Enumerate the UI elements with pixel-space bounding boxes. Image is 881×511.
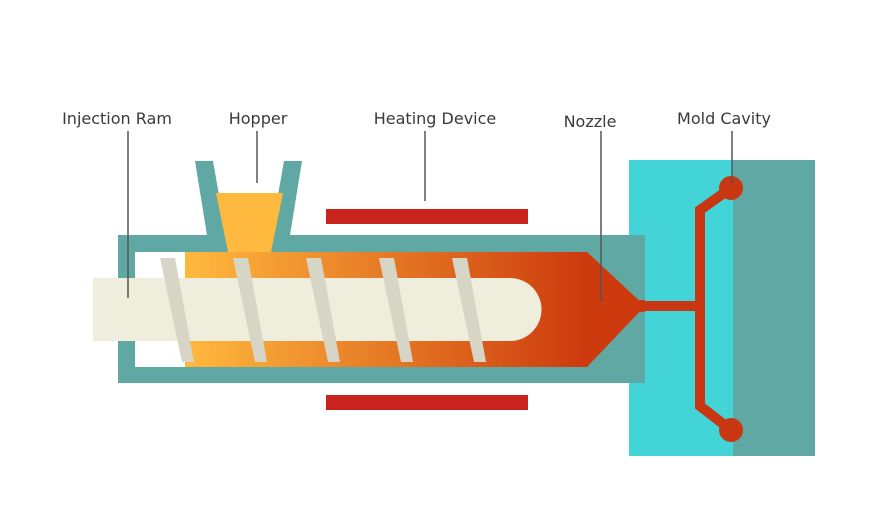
screw-flight xyxy=(233,258,267,362)
screw-flight xyxy=(160,258,194,362)
label-heating-device: Heating Device xyxy=(374,109,497,128)
screw-flight xyxy=(379,258,413,362)
heater-bottom xyxy=(326,395,528,410)
mold-runner xyxy=(640,183,735,434)
label-injection-ram: Injection Ram xyxy=(62,109,172,128)
cavity-top xyxy=(719,176,743,200)
hopper-material xyxy=(216,193,283,252)
nozzle-exit xyxy=(587,300,645,312)
heater-top xyxy=(326,209,528,224)
cavity-bottom xyxy=(719,418,743,442)
label-mold-cavity: Mold Cavity xyxy=(677,109,771,128)
mold-block xyxy=(629,160,815,456)
screw-flights xyxy=(160,258,486,362)
label-nozzle: Nozzle xyxy=(564,112,617,131)
mold-right-half xyxy=(733,160,815,456)
screw-flight xyxy=(306,258,340,362)
label-hopper: Hopper xyxy=(229,109,288,128)
screw-flight xyxy=(452,258,486,362)
